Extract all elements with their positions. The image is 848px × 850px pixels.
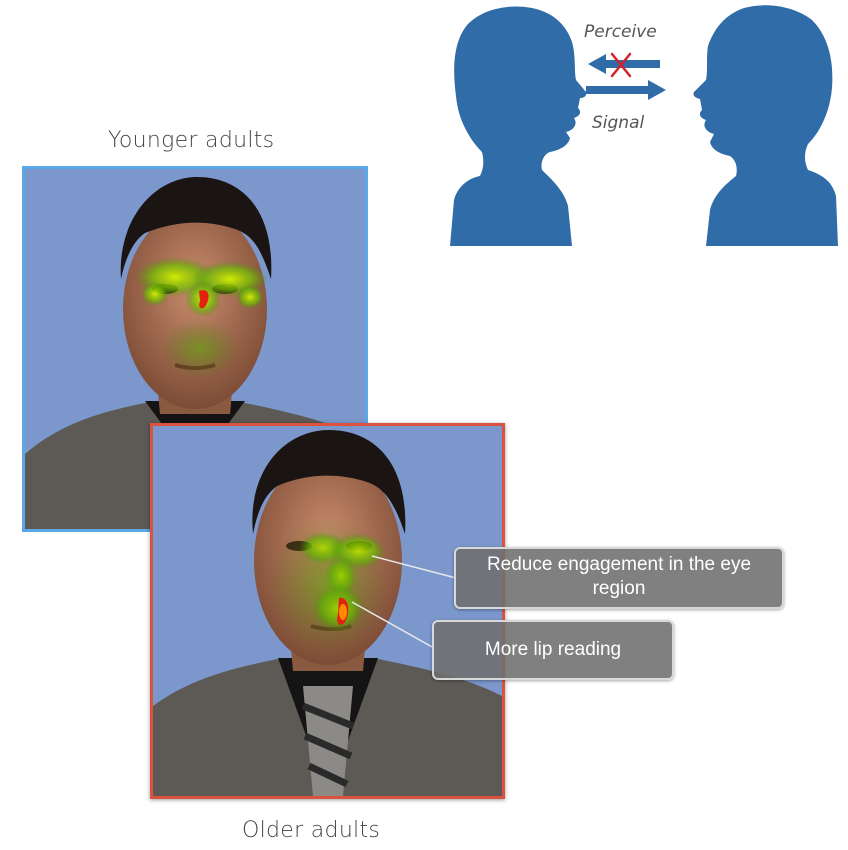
younger-adults-caption: Younger adults <box>108 128 275 153</box>
eye-region-callout-text: Reduce engagement in the eye region <box>486 554 752 599</box>
signal-arrow <box>586 80 666 100</box>
communication-diagram: Perceive Signal <box>440 0 848 250</box>
left-head-silhouette <box>450 6 587 246</box>
older-face-image <box>153 430 502 796</box>
blocked-x-icon <box>610 52 632 78</box>
eye-region-callout: Reduce engagement in the eye region <box>454 547 784 609</box>
right-head-silhouette <box>693 5 838 246</box>
perceive-arrow <box>588 54 660 74</box>
silhouettes-illustration <box>450 5 838 246</box>
signal-label: Signal <box>592 113 645 133</box>
perceive-label: Perceive <box>584 22 657 42</box>
older-face-heatmap-panel <box>150 423 505 799</box>
older-adults-caption: Older adults <box>242 818 381 843</box>
lip-reading-callout-text: More lip reading <box>484 639 622 660</box>
lip-reading-callout: More lip reading <box>432 620 674 680</box>
